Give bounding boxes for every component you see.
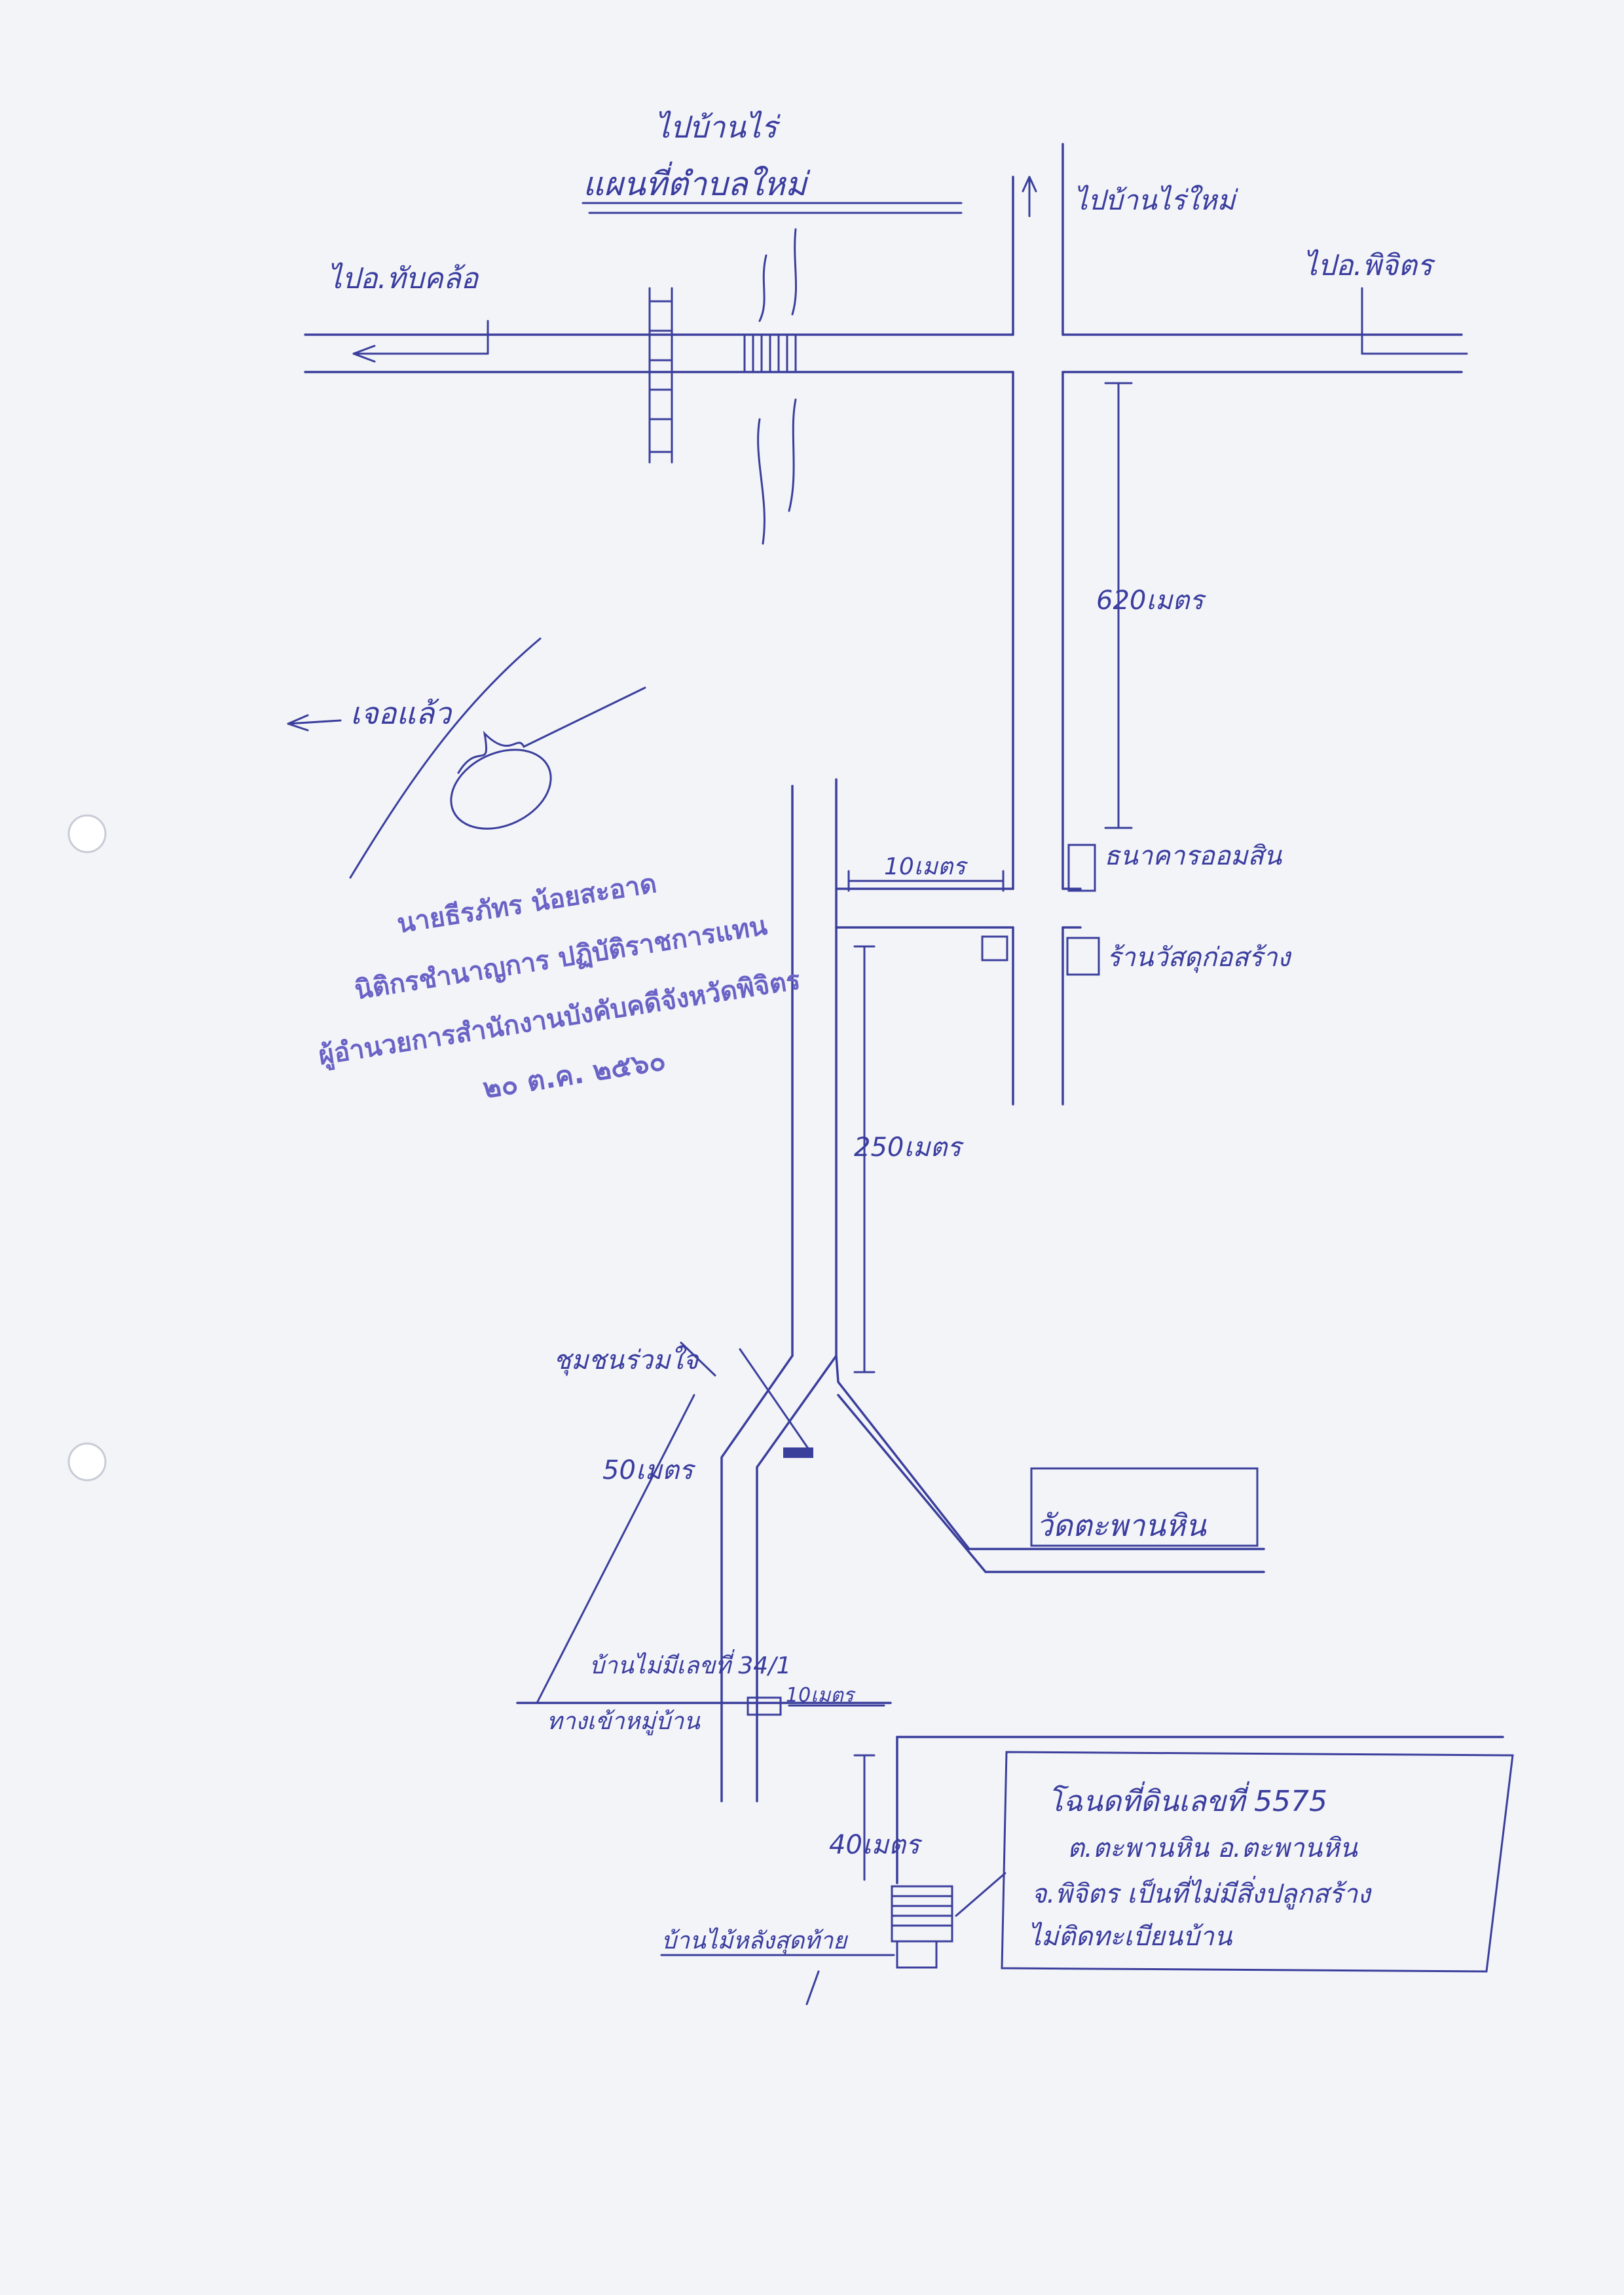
deed-note-line4: ไม่ติดทะเบียนบ้าน	[1028, 1922, 1233, 1952]
lower-lane	[516, 1696, 1514, 2006]
shop-label: ร้านวัสดุก่อสร้าง	[1107, 942, 1292, 973]
lane-label: ทางเข้าหมู่บ้าน	[547, 1708, 701, 1736]
deed-note-line3: จ.พิจิตร เป็นที่ไม่มีสิ่งปลูกสร้าง	[1031, 1875, 1372, 1910]
bank-label: ธนาคารออมสิน	[1104, 841, 1283, 871]
community-label: ชุมชนร่วมใจ	[553, 1345, 699, 1376]
temple-label: วัดตะพานหิน	[1036, 1508, 1207, 1543]
deed-note-line2: ต.ตะพานหิน อ.ตะพานหิน	[1067, 1833, 1358, 1863]
to-phichit-label: ไปอ.พิจิตร	[1303, 249, 1436, 282]
stamp-date: ๒๐ ต.ค. ๒๕๖๐	[481, 1044, 668, 1104]
dimension-250m	[853, 945, 876, 1373]
north-south-road	[1012, 143, 1064, 1106]
distance-10m-upper-label: 10เมตร	[884, 853, 969, 880]
y-junction	[536, 1341, 1265, 1802]
distance-50m-label: 50เมตร	[602, 1455, 696, 1485]
cross-street	[791, 778, 1100, 1357]
to-ban-rai-mai-label: ไปบ้านไร่ใหม่	[1074, 184, 1238, 216]
map-title: แผนที่ตำบลใหม่	[583, 161, 811, 203]
dimension-620m	[1104, 382, 1133, 829]
to-thap-khlo-label: ไปอ.ทับคล้อ	[327, 262, 479, 295]
house-back-label: บ้านไม้หลังสุดท้าย	[661, 1927, 849, 1955]
punch-hole-top	[67, 814, 107, 853]
stamp-name: นายธีรภัทร น้อยสะอาด	[395, 868, 659, 939]
distance-10m-lower-label: 10เมตร	[786, 1684, 857, 1707]
house-34-label: บ้านไม่มีเลขที่ 34/1	[589, 1649, 791, 1679]
distance-620m-label: 620เมตร	[1096, 586, 1206, 616]
deed-note-line1: โฉนดที่ดินเลขที่ 5575	[1048, 1781, 1327, 1818]
distance-250m-label: 250เมตร	[854, 1132, 964, 1163]
official-stamp: นายธีรภัทร น้อยสะอาด นิติกรชำนาญการ ปฏิบ…	[316, 868, 803, 1105]
title-top-label: ไปบ้านไร่	[655, 109, 781, 145]
signature: เจอแล้ว	[287, 637, 646, 879]
distance-40m-label: 40เมตร	[829, 1830, 923, 1860]
landmark-marker	[783, 1447, 813, 1458]
margin-note: เจอแล้ว	[350, 696, 453, 731]
main-highway	[304, 228, 1468, 545]
punch-hole-bottom	[67, 1442, 107, 1482]
